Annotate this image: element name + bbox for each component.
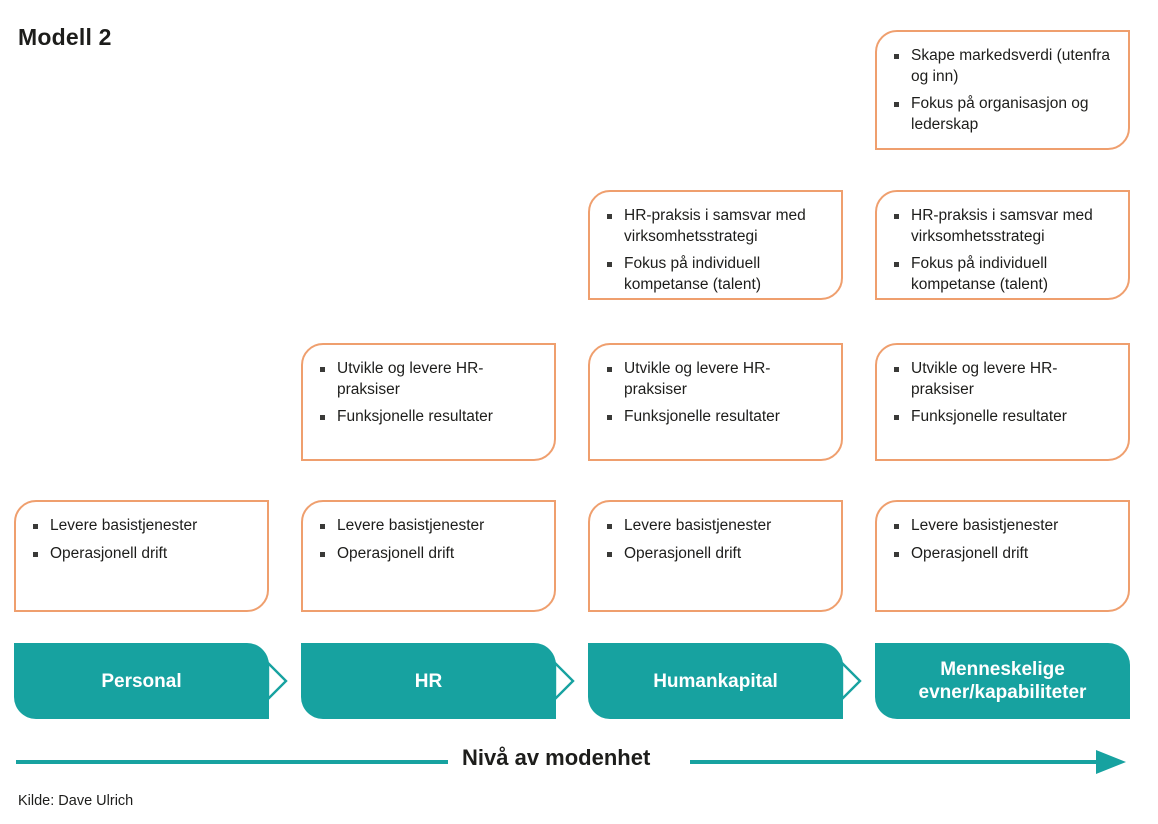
list-item: Utvikle og levere HR-praksiser bbox=[604, 359, 829, 400]
list-item: Fokus på individuell kompetanse (talent) bbox=[604, 254, 829, 295]
card-row3-col3: Utvikle og levere HR-praksiser Funksjone… bbox=[588, 343, 843, 461]
bullet-square-icon bbox=[894, 54, 899, 59]
bullet-square-icon bbox=[607, 415, 612, 420]
card-row2-col4: HR-praksis i samsvar med virksomhetsstra… bbox=[875, 190, 1130, 300]
bullet-square-icon bbox=[894, 551, 899, 557]
card-row1-col4: Skape markedsverdi (utenfra og inn) Foku… bbox=[875, 30, 1130, 150]
bullet-square-icon bbox=[894, 262, 899, 267]
chevron-right-icon-2 bbox=[553, 660, 575, 702]
bullet-square-icon bbox=[894, 415, 899, 420]
bullet-square-icon bbox=[607, 214, 612, 219]
stage-label: HR bbox=[414, 670, 443, 692]
card-row2-col3: HR-praksis i samsvar med virksomhetsstra… bbox=[588, 190, 843, 300]
card-row4-col2: Levere basistjenester Operasjonell drift bbox=[301, 500, 556, 612]
list-item: Levere basistjenester bbox=[30, 516, 255, 537]
bullet-square-icon bbox=[320, 524, 325, 529]
stage-label: Menneskelige evner/kapabiliteter bbox=[918, 659, 1087, 703]
card-bullet-list: Utvikle og levere HR-praksiser Funksjone… bbox=[891, 359, 1116, 428]
list-item: Operasjonell drift bbox=[30, 544, 255, 565]
list-item: Operasjonell drift bbox=[604, 544, 829, 565]
axis-line-left bbox=[16, 760, 448, 764]
list-item: Operasjonell drift bbox=[317, 544, 542, 565]
maturity-matrix: Skape markedsverdi (utenfra og inn) Foku… bbox=[14, 30, 1130, 612]
stage-hr[interactable]: HR bbox=[301, 643, 556, 719]
list-item: Skape markedsverdi (utenfra og inn) bbox=[891, 46, 1116, 87]
bullet-square-icon bbox=[607, 262, 612, 267]
card-bullet-list: HR-praksis i samsvar med virksomhetsstra… bbox=[604, 206, 829, 295]
stage-humankapital[interactable]: Humankapital bbox=[588, 643, 843, 719]
bullet-square-icon bbox=[894, 214, 899, 219]
page-title: Modell 2 bbox=[18, 24, 112, 50]
card-bullet-list: Skape markedsverdi (utenfra og inn) Foku… bbox=[891, 46, 1116, 135]
bullet-square-icon bbox=[894, 367, 899, 372]
list-item: Levere basistjenester bbox=[317, 516, 542, 537]
stage-bar: Personal HR Humankapital Menneskelige ev… bbox=[0, 643, 1158, 719]
card-bullet-list: Utvikle og levere HR-praksiser Funksjone… bbox=[317, 359, 542, 428]
card-row4-col3: Levere basistjenester Operasjonell drift bbox=[588, 500, 843, 612]
axis-line-right bbox=[690, 760, 1102, 764]
axis-label: Nivå av modenhet bbox=[462, 745, 651, 770]
card-row4-col4: Levere basistjenester Operasjonell drift bbox=[875, 500, 1130, 612]
card-bullet-list: Levere basistjenester Operasjonell drift bbox=[604, 516, 829, 564]
card-row4-col1: Levere basistjenester Operasjonell drift bbox=[14, 500, 269, 612]
bullet-square-icon bbox=[894, 524, 899, 529]
bullet-square-icon bbox=[320, 367, 325, 372]
list-item: Utvikle og levere HR-praksiser bbox=[317, 359, 542, 400]
stage-menneskelige-evner[interactable]: Menneskelige evner/kapabiliteter bbox=[875, 643, 1130, 719]
bullet-square-icon bbox=[320, 415, 325, 420]
list-item: Levere basistjenester bbox=[891, 516, 1116, 537]
chevron-right-icon-1 bbox=[266, 660, 288, 702]
card-row3-col2: Utvikle og levere HR-praksiser Funksjone… bbox=[301, 343, 556, 461]
stage-label: Personal bbox=[101, 670, 182, 692]
card-bullet-list: Utvikle og levere HR-praksiser Funksjone… bbox=[604, 359, 829, 428]
stage-label: Humankapital bbox=[653, 670, 778, 692]
list-item: HR-praksis i samsvar med virksomhetsstra… bbox=[891, 206, 1116, 247]
card-bullet-list: HR-praksis i samsvar med virksomhetsstra… bbox=[891, 206, 1116, 295]
stage-personal[interactable]: Personal bbox=[14, 643, 269, 719]
card-bullet-list: Levere basistjenester Operasjonell drift bbox=[891, 516, 1116, 564]
list-item: Funksjonelle resultater bbox=[604, 407, 829, 428]
bullet-square-icon bbox=[894, 102, 899, 107]
card-row3-col4: Utvikle og levere HR-praksiser Funksjone… bbox=[875, 343, 1130, 461]
bullet-square-icon bbox=[607, 524, 612, 529]
source-note: Kilde: Dave Ulrich bbox=[18, 793, 134, 809]
maturity-axis: Nivå av modenhet bbox=[0, 742, 1158, 786]
bullet-square-icon bbox=[320, 551, 325, 557]
card-bullet-list: Levere basistjenester Operasjonell drift bbox=[30, 516, 255, 564]
list-item: Operasjonell drift bbox=[891, 544, 1116, 565]
card-bullet-list: Levere basistjenester Operasjonell drift bbox=[317, 516, 542, 564]
list-item: Funksjonelle resultater bbox=[891, 407, 1116, 428]
list-item: HR-praksis i samsvar med virksomhetsstra… bbox=[604, 206, 829, 247]
bullet-square-icon bbox=[607, 551, 612, 557]
chevron-right-icon-3 bbox=[840, 660, 862, 702]
bullet-square-icon bbox=[607, 367, 612, 372]
list-item: Funksjonelle resultater bbox=[317, 407, 542, 428]
list-item: Levere basistjenester bbox=[604, 516, 829, 537]
bullet-square-icon bbox=[33, 524, 38, 529]
bullet-square-icon bbox=[33, 551, 38, 557]
list-item: Utvikle og levere HR-praksiser bbox=[891, 359, 1116, 400]
arrow-right-icon bbox=[1096, 750, 1126, 774]
list-item: Fokus på organisasjon og lederskap bbox=[891, 94, 1116, 135]
list-item: Fokus på individuell kompetanse (talent) bbox=[891, 254, 1116, 295]
